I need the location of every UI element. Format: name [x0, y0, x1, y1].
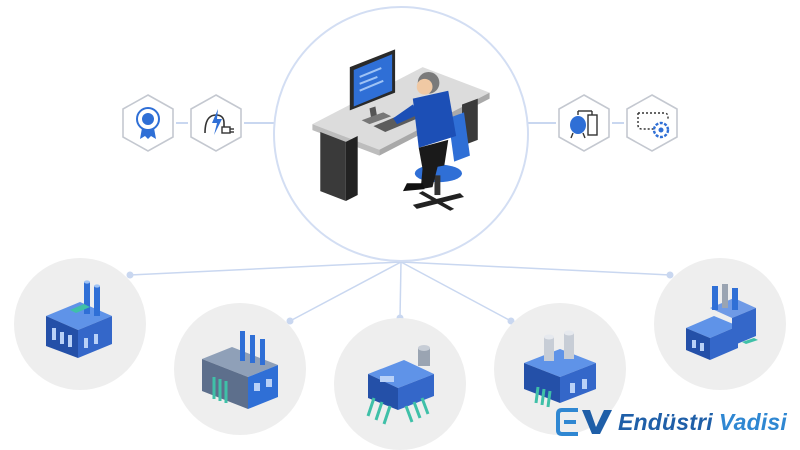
factory-node-1 [14, 258, 146, 390]
operator-at-desk-icon [312, 49, 490, 211]
factory-smokestacks-icon [46, 280, 112, 358]
storage-tanks-icon [558, 94, 610, 152]
brand-word-2: Vadisi [718, 408, 787, 435]
brand-logo-icon [556, 408, 612, 436]
process-flow-gear-icon [626, 94, 678, 152]
factory-node-2 [174, 303, 306, 435]
operator-workstation-node [273, 6, 529, 262]
factory-chimneys-icon [524, 330, 596, 408]
process-flow-hex [624, 93, 680, 153]
factory-complex-icon [686, 284, 758, 360]
factory-node-5 [654, 258, 786, 390]
power-plug-icon [190, 94, 242, 152]
quality-badge-icon [122, 94, 174, 152]
factory-pipes-icon [202, 331, 278, 409]
storage-tanks-hex [556, 93, 612, 153]
brand-word-1: Endüstri [618, 408, 713, 435]
industrial-machine-icon [366, 345, 434, 425]
energy-plug-hex [188, 93, 244, 153]
quality-badge-hex [120, 93, 176, 153]
factory-node-3 [334, 318, 466, 450]
